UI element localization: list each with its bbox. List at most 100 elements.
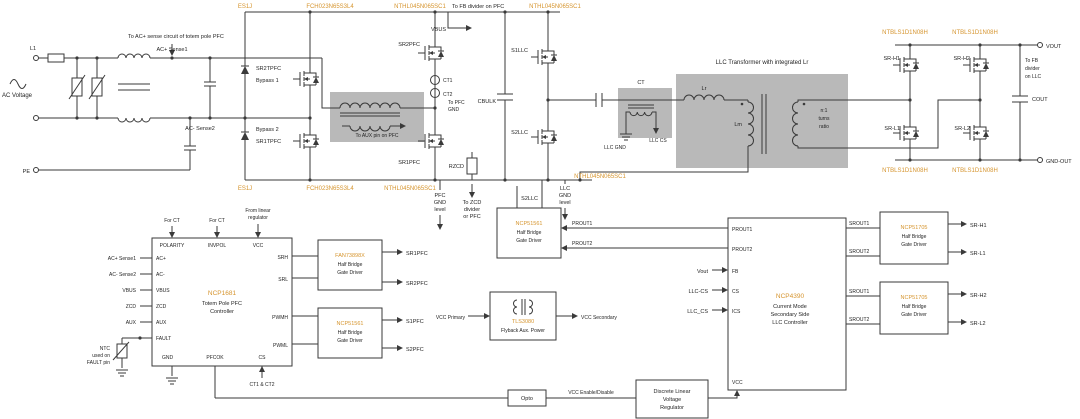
ext-ac-minus-sense: AC- Sense2	[109, 272, 136, 278]
ntc-note-line3: FAULT pin	[87, 360, 110, 366]
ncp4390-title1: Current Mode	[773, 304, 807, 310]
ct1-ct2-note: CT1 & CT2	[249, 382, 274, 388]
pfc-choke-highlight	[330, 92, 424, 142]
es1j-bottom-label: ES1J	[238, 186, 252, 192]
fuse	[47, 53, 65, 63]
llc-cs-label: LLC CS	[649, 138, 667, 144]
ntbl-label-2: NTBLS1D1N08H	[952, 30, 998, 36]
pin-cs: CS	[259, 355, 267, 361]
from-linear-line2: regulator	[248, 215, 268, 221]
s2llc-label: S2LLC	[511, 130, 528, 136]
ncp51561-llc-desc1: Half Bridge	[517, 230, 542, 236]
ncp1681-box	[151, 237, 293, 367]
ncp51561-pfc-out1: S1PFC	[406, 319, 424, 325]
ext-vout: Vout	[697, 269, 708, 275]
ntbl-label-1: NTBLS1D1N08H	[882, 30, 928, 36]
ncp4390-part: NCP4390	[776, 293, 805, 300]
sr2pfc-label: SR2PFC	[398, 42, 420, 48]
pin-ac-minus: AC-	[156, 272, 165, 278]
srout2-label-b: SROUT2	[849, 317, 870, 323]
line-terminal	[33, 55, 39, 61]
nthl-llc-top-label: NTHL045N065SC1	[529, 4, 581, 10]
ac-minus-sense-label: AC- Sense2	[185, 126, 215, 132]
ext-zcd: ZCD	[126, 304, 137, 310]
lr-label: Lr	[702, 86, 707, 92]
turns-ratio-line1: n:1	[821, 108, 828, 114]
ntc-note-line2: used on	[92, 353, 110, 359]
lvr-line2: Voltage	[663, 397, 681, 403]
cbulk-label: CBULK	[478, 99, 497, 105]
ac-plus-sense-label: AC+ Sense1	[156, 47, 187, 53]
pfc-gnd-level-line2: GND	[434, 200, 446, 206]
pe-label: PE	[23, 169, 31, 175]
fb-llc-line3: on LLC	[1025, 74, 1042, 80]
mosfet-sr-l2	[962, 117, 990, 149]
ncp51561-pfc-driver-box	[317, 307, 383, 359]
pin-vcc: VCC	[253, 243, 264, 249]
fan-desc2: Gate Driver	[337, 270, 363, 276]
pin-vbus: VBUS	[156, 288, 170, 294]
llc-gnd-label: LLC GND	[604, 145, 626, 151]
sr-driver1-desc2: Gate Driver	[901, 242, 927, 248]
mosfet-sr2tpfc	[292, 63, 320, 95]
varistor-icon	[88, 74, 106, 100]
s1llc-label: S1LLC	[511, 48, 528, 54]
ntc-note-line1: NTC	[100, 346, 111, 352]
varistor-icon	[68, 74, 86, 100]
pin-srl: SRL	[278, 277, 288, 283]
pin-fault: FAULT	[156, 336, 171, 342]
ext-ac-plus-sense: AC+ Sense1	[108, 256, 136, 262]
linear-regulator-box	[635, 379, 709, 419]
wires	[9, 11, 1038, 399]
pin-pfcok: PFCOK	[206, 355, 224, 361]
sr-driver1-desc1: Half Bridge	[902, 234, 927, 240]
pin-polarity: POLARITY	[160, 243, 185, 249]
ct2-ring	[430, 88, 440, 98]
ct1-ring	[430, 75, 440, 85]
srout2-label-a: SROUT2	[849, 249, 870, 255]
es1j-top-label: ES1J	[238, 4, 252, 10]
pin-gnd: GND	[162, 355, 174, 361]
mosfet-s1llc	[530, 41, 558, 73]
sr-h2-label: SR-H2	[953, 56, 970, 62]
llc-gnd-level-line2: GND	[559, 193, 571, 199]
fb-llc-line1: To FB	[1025, 58, 1039, 64]
mosfet-sr2pfc	[417, 37, 445, 69]
ground-icon	[115, 369, 129, 377]
pin-ac-plus: AC+	[156, 256, 166, 262]
sr-driver1-box	[879, 211, 949, 265]
aux-pin-note: To AUX pin on PFC	[355, 133, 398, 139]
ct1-label: CT1	[443, 78, 453, 84]
mosfet-s2llc	[530, 121, 558, 153]
sr-driver2-box	[879, 281, 949, 335]
pin-ics: ICS	[732, 309, 741, 315]
pin-cs-llc: CS	[732, 289, 740, 295]
gnd-out-label: GND-OUT	[1046, 159, 1072, 165]
ncp4390-box	[727, 217, 847, 391]
flyback-part: TLS3080	[512, 319, 534, 325]
pin-pwmh: PWMH	[272, 315, 288, 321]
neutral-terminal	[33, 115, 39, 121]
s2llc-note: S2LLC	[521, 196, 538, 202]
ncp1681-title1: Totem Pole PFC	[202, 301, 242, 307]
l1-label: L1	[30, 46, 36, 52]
zcd-divider-line2: divider	[464, 207, 480, 213]
sr1tpfc-label: SR1TPFC	[256, 139, 281, 145]
to-pfc-gnd-line2: GND	[448, 107, 460, 113]
ext-llc-ics: LLC_CS	[687, 309, 708, 315]
fan-driver-box	[317, 239, 383, 291]
ground-icon	[165, 377, 179, 385]
ntc-thermistor	[116, 343, 128, 359]
fch-bottom-label: FCH023N65S3L4	[306, 186, 354, 192]
ic-boxes	[151, 207, 949, 419]
cout-label: COUT	[1032, 97, 1048, 103]
opto-box	[507, 389, 547, 407]
llc-gnd-level-line3: level	[559, 200, 570, 206]
ncp51561-pfc-part: NCP51561	[337, 321, 364, 327]
lvr-line1: Discrete Linear	[654, 389, 691, 395]
sr-driver1-part: NCP51705	[901, 225, 928, 231]
ncp1681-title2: Controller	[210, 309, 234, 315]
pin-srh: SRH	[277, 255, 288, 261]
ncp51561-pfc-desc2: Gate Driver	[337, 338, 363, 344]
